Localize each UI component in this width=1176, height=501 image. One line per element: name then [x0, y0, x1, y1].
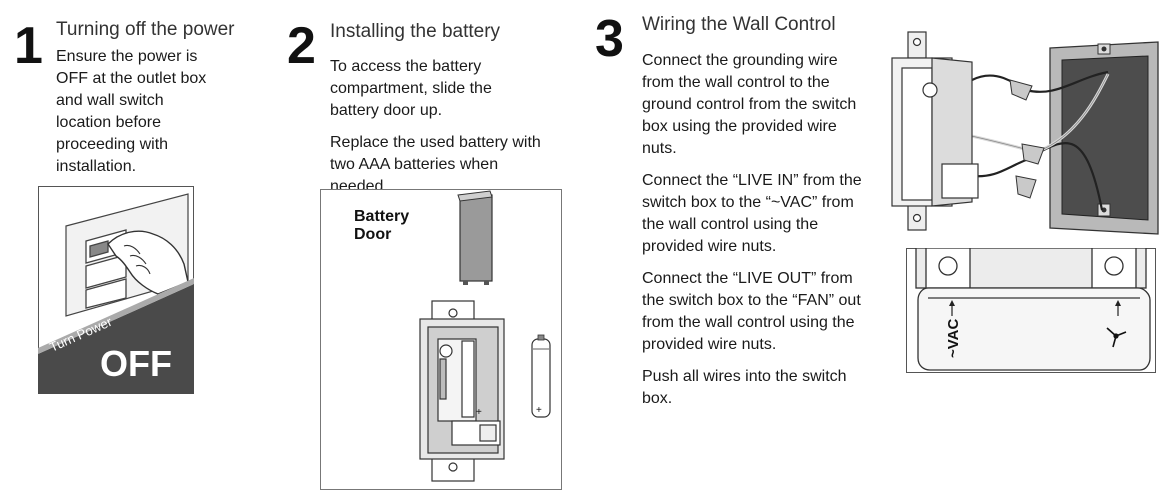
step-1-title: Turning off the power [56, 19, 235, 40]
off-banner [38, 284, 194, 394]
plus-sign-battery: + [536, 405, 542, 416]
off-label: OFF [100, 343, 172, 384]
step-3-paragraph-3: Connect the “LIVE OUT” from the switch b… [642, 270, 861, 353]
step-3-paragraph-1: Connect the grounding wire from the wall… [642, 52, 857, 157]
step-2-title: Installing the battery [330, 21, 501, 42]
step-3-paragraph-4: Push all wires into the switch box. [642, 368, 847, 407]
wire-nut-icons [1009, 79, 1045, 199]
fan-icon [1106, 327, 1127, 348]
wall-control-device [419, 300, 505, 482]
battery-door-label-line2: Door [354, 226, 391, 243]
step-1-paragraph: Ensure the power is OFF at the outlet bo… [56, 48, 207, 175]
power-off-illustration: Turn Power OFF [38, 186, 194, 394]
step-3-title: Wiring the Wall Control [642, 14, 836, 35]
battery-door-label-line1: Battery [354, 208, 409, 225]
terminal-closeup-illustration: ~VAC [906, 248, 1156, 373]
step-2-number: 2 [287, 17, 316, 75]
wiring-illustration [891, 31, 1159, 235]
aaa-battery-icon [531, 334, 551, 418]
wall-control-side [891, 31, 979, 231]
step-1-number: 1 [14, 17, 43, 75]
step-3-paragraph-2: Connect the “LIVE IN” from the switch bo… [642, 172, 862, 255]
step-2-paragraph-2: Replace the used battery with two AAA ba… [330, 134, 541, 195]
vac-label: ~VAC [945, 319, 962, 358]
vac-terminal: ~VAC [945, 300, 962, 358]
switch-box-shape [1049, 41, 1159, 235]
terminal-housing [915, 248, 1151, 371]
plus-sign-device: + [476, 407, 482, 418]
fan-terminal [1106, 300, 1127, 348]
battery-illustration: Battery Door + + [320, 189, 562, 490]
step-3-number: 3 [595, 10, 624, 68]
battery-door-shape [457, 190, 493, 285]
step-2-paragraph-1: To access the battery compartment, slide… [330, 58, 492, 119]
